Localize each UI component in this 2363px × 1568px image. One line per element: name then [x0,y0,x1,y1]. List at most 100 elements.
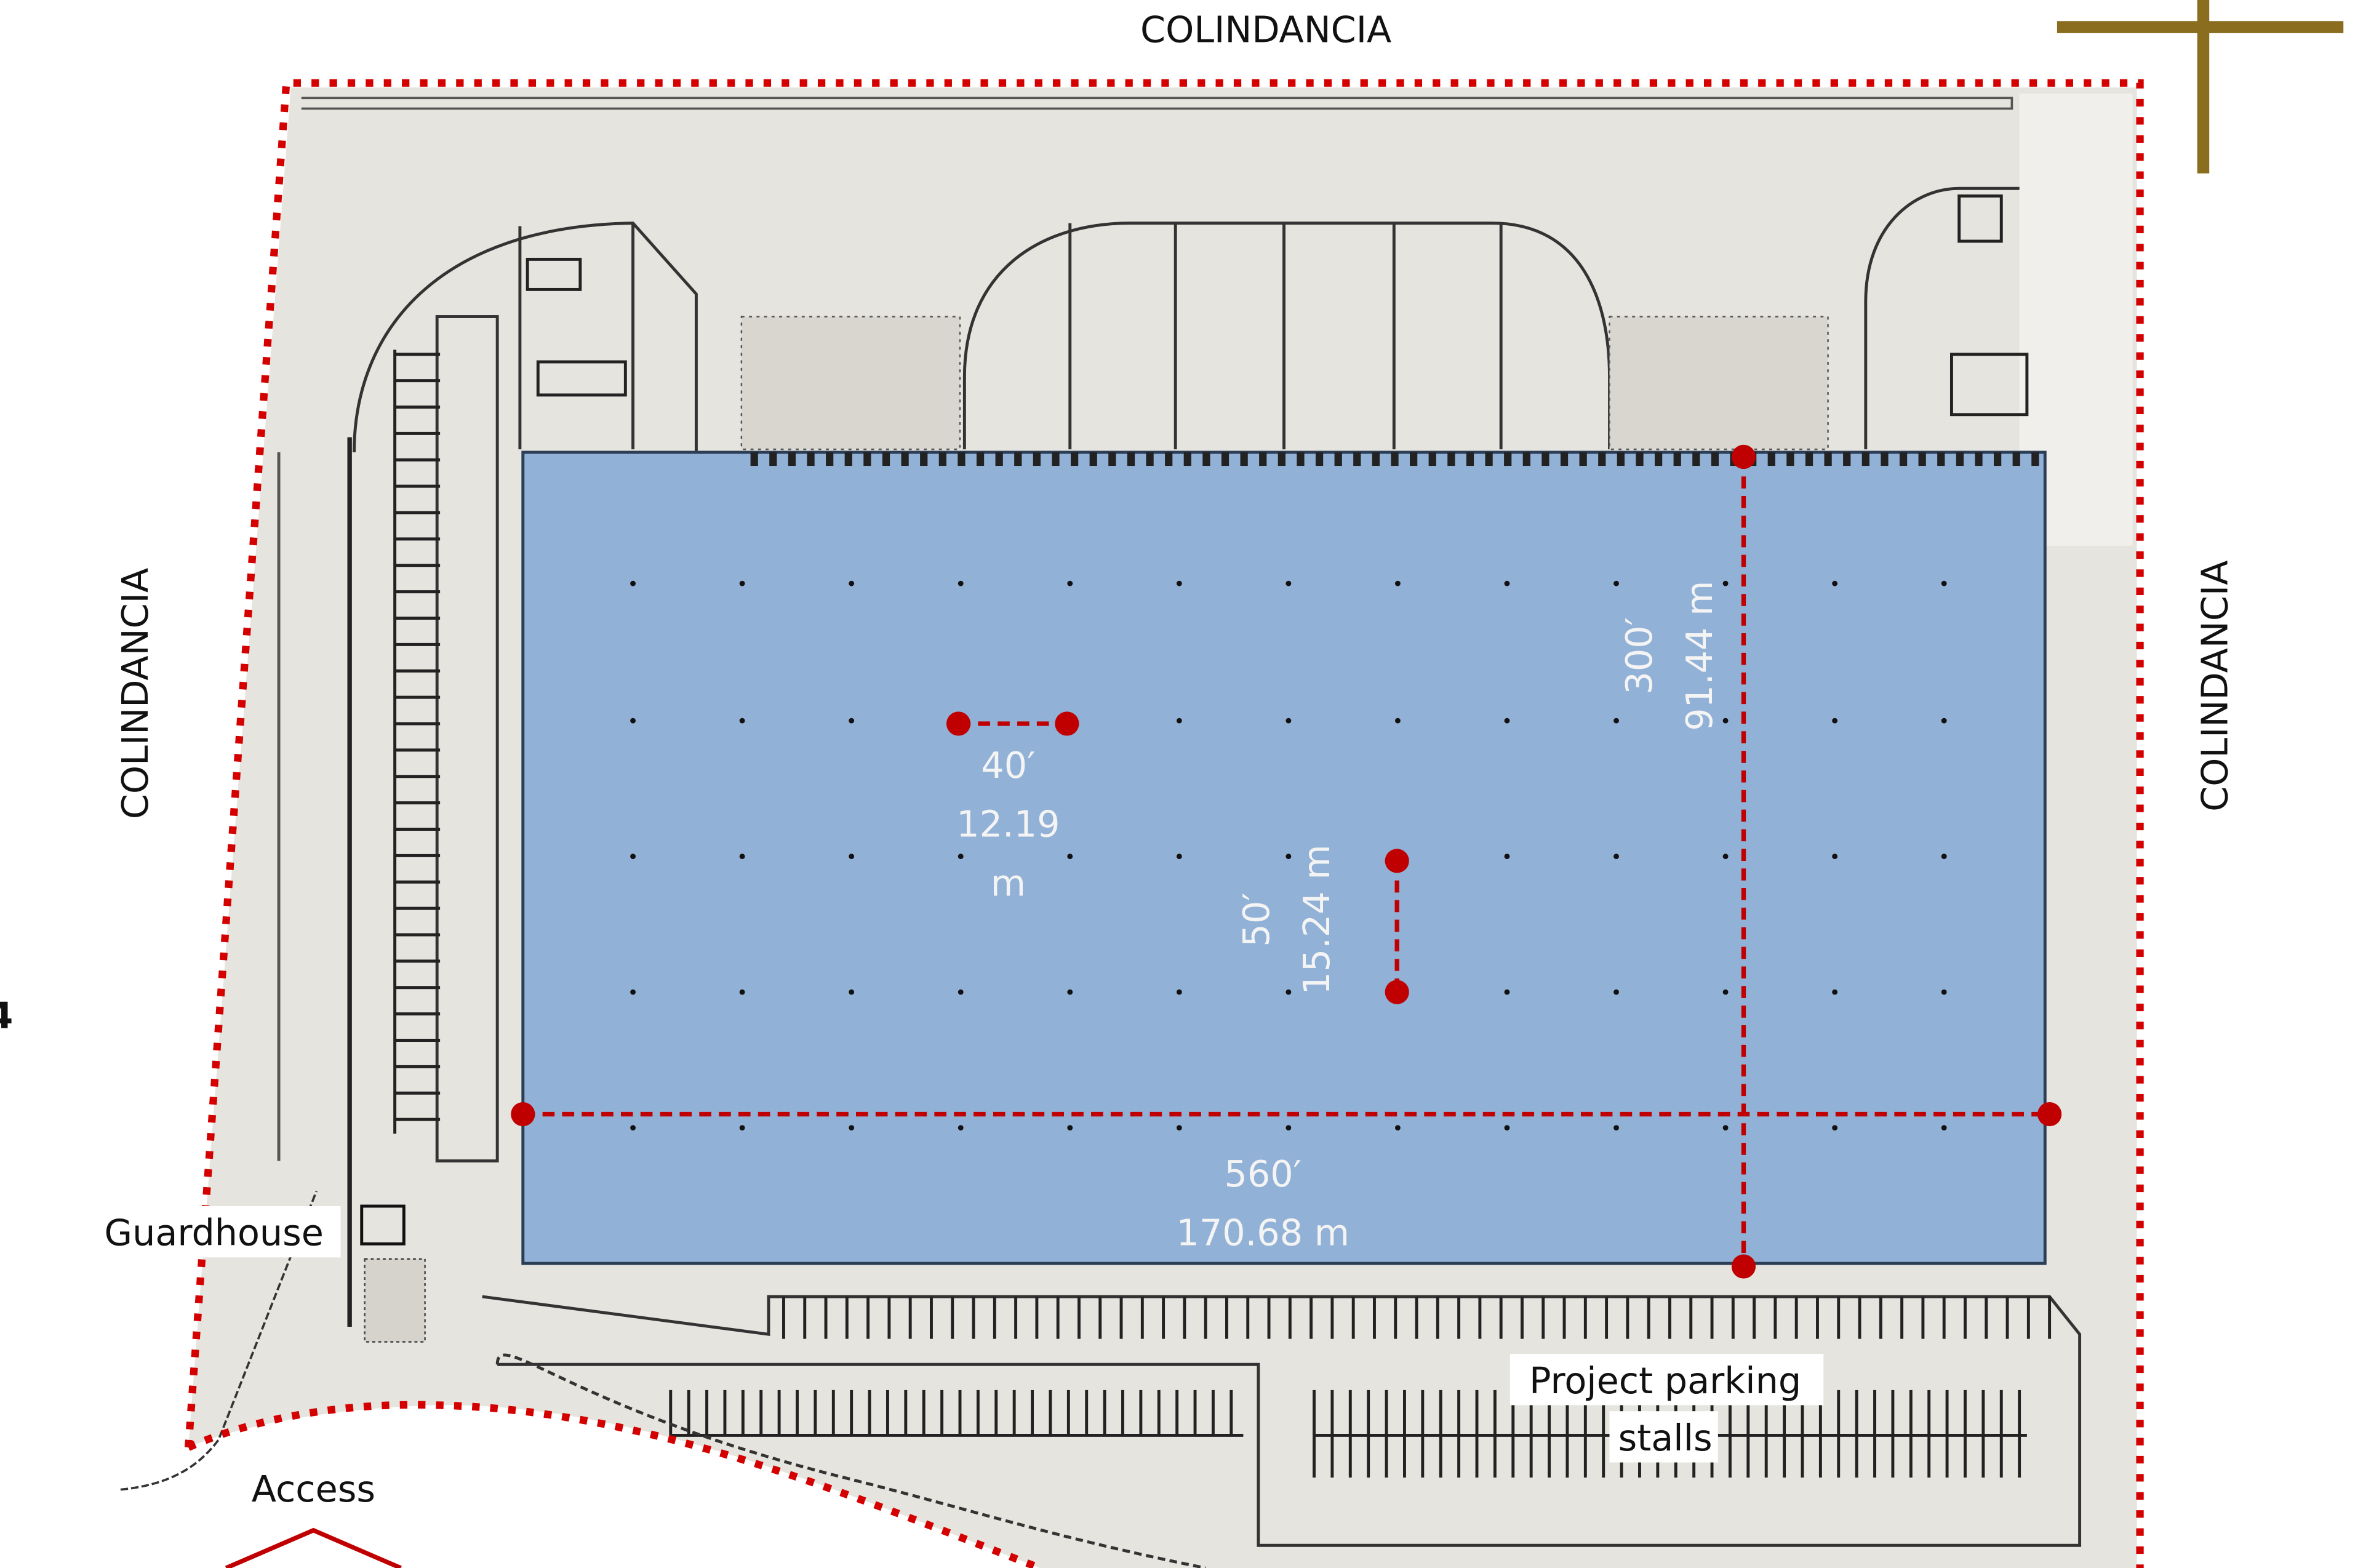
dock-door [1089,452,1097,466]
column-dot [630,580,636,586]
dock-door [1937,452,1945,466]
dock-door [1052,452,1060,466]
column-dot [1504,580,1510,586]
dock-door [1673,452,1681,466]
column-dot [1176,718,1182,724]
dock-door [901,452,909,466]
column-dot [630,989,636,995]
bay-width-m-unit: m [991,862,1026,904]
column-dot [1395,718,1401,724]
dock-door [1391,452,1399,466]
column-dot [1613,580,1619,586]
dock-door [1353,452,1361,466]
dock-door [1297,452,1305,466]
parking-label-bg [1509,1354,1824,1406]
dock-door [1975,452,1983,466]
building-length-ft: 560′ [1225,1153,1301,1195]
dock-door [1108,452,1116,466]
dock-door [1617,452,1625,466]
dock-door [1899,452,1908,466]
dock-door [1447,452,1455,466]
truck-courts [353,186,2020,453]
guardhouse-landscape [364,1258,426,1343]
utility-box [1957,194,2003,243]
dock-door [938,452,946,466]
column-dot [849,580,855,586]
column-dot [1067,1125,1073,1131]
utility-box [536,360,627,397]
dock-door [920,452,928,466]
north-marker-icon [2057,0,2344,174]
west-drive [435,315,499,1162]
column-dot [1176,989,1182,995]
parking-label-line1: Project parking [1529,1359,1801,1402]
dock-door [1541,452,1549,466]
dock-door [1466,452,1474,466]
access-road-edge [120,1190,318,1491]
dock-door [1956,452,1964,466]
dock-door [1843,452,1851,466]
column-dot [1832,854,1838,860]
dock-door [1504,452,1512,466]
column-dot [1395,580,1401,586]
warehouse-building [521,450,2047,1265]
dock-door [863,452,871,466]
dock-door [882,452,890,466]
dock-door [1805,452,1813,466]
dock-door [2012,452,2020,466]
guardhouse-label-bg [87,1206,341,1258]
column-dot [958,1125,964,1131]
dock-door [1711,452,1719,466]
access-road-edge [495,1353,1206,1568]
dock-door [788,452,796,466]
dock-door [750,452,758,466]
dock-door [1014,452,1022,466]
column-dot [849,718,855,724]
dock-door [1372,452,1380,466]
column-dot [630,1125,636,1131]
dock-door [976,452,985,466]
bay-depth-ft: 50′ [1235,892,1277,946]
dock-door [1127,452,1135,466]
column-dot [1832,1125,1838,1131]
dock-door [995,452,1003,466]
building-length-m: 170.68 m [1176,1212,1349,1254]
access-label: Access [252,1468,375,1510]
column-dot [1722,854,1729,860]
column-dot [1285,989,1292,995]
guardhouse-building [360,1204,406,1246]
dock-door [1221,452,1229,466]
column-dot [1941,854,1947,860]
dock-door [1824,452,1832,466]
dock-door [1146,452,1154,466]
column-dot [1504,1125,1510,1131]
column-dot [1504,854,1510,860]
column-dot [1504,718,1510,724]
dock-door [1277,452,1285,466]
parking-label-line2: stalls [1618,1417,1713,1459]
column-dot [1285,854,1292,860]
column-dot [1285,718,1292,724]
dock-door [826,452,834,466]
column-dot [1832,718,1838,724]
dock-door [1428,452,1436,466]
dock-door [1918,452,1926,466]
column-dot [1395,1125,1401,1131]
column-dot [849,989,855,995]
dock-door [2031,452,2039,466]
column-dot [1832,989,1838,995]
column-dot [958,854,964,860]
dock-door [807,452,815,466]
column-dot [1941,580,1947,586]
utility-box [1949,353,2029,417]
column-dot [1613,854,1619,860]
dock-door [1240,452,1248,466]
dimension-endpoints [511,444,2062,1279]
east-boundary-label: COLINDANCIA [2194,561,2236,812]
dock-door [769,452,777,466]
column-dot [1067,989,1073,995]
dock-door [1861,452,1869,466]
column-dot [1941,1125,1947,1131]
dock-door [1560,452,1569,466]
